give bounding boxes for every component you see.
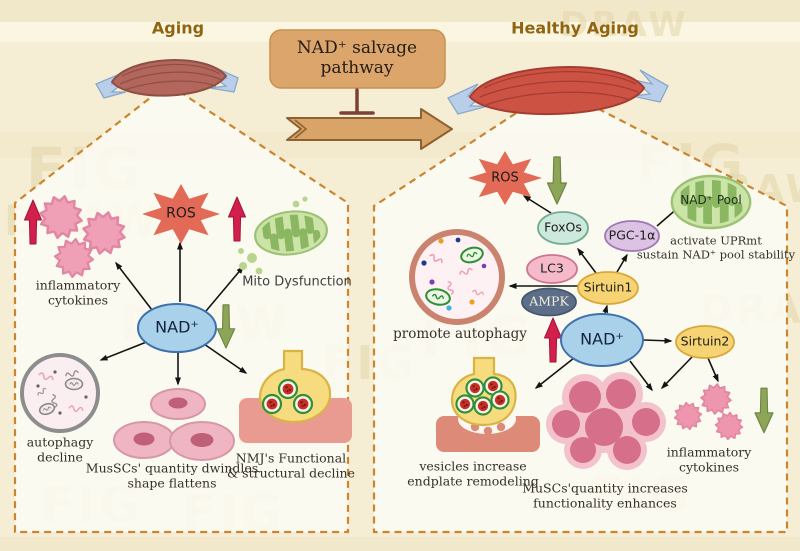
caption-line: sustain NAD⁺ pool stability: [636, 247, 796, 261]
caption-line: shape flattens: [127, 475, 217, 490]
mito-dysfunction-shape: [238, 196, 329, 275]
right-arrows: [508, 195, 719, 392]
healthy-aging-title: Healthy Aging: [511, 18, 639, 38]
sirtuin1-label: Sirtuin1: [583, 279, 633, 295]
lc3-node: [526, 254, 578, 284]
nad-node-left: [137, 303, 217, 353]
healthy-muscle: [447, 66, 669, 116]
autophagosome-shape: [409, 229, 505, 325]
foxos-node: [537, 211, 589, 245]
left-nad-arrows: [99, 241, 248, 386]
caption-line: activate UPRmt: [670, 233, 762, 248]
caption-line: cytokines: [47, 292, 109, 307]
caption-line: vesicles increase: [419, 458, 527, 474]
nad-pool-label: NAD⁺ Pool: [680, 192, 742, 207]
pathway-box-line1: NAD⁺ salvage: [296, 37, 418, 58]
pgc1a-label: PGC-1α: [608, 227, 656, 243]
aging-title: Aging: [151, 18, 205, 38]
caption-line: cytokines: [678, 459, 740, 474]
ampk-node: [521, 287, 577, 317]
autophagy-decline-shape: [20, 353, 100, 433]
nad-node-right: [560, 313, 644, 367]
pgc1a-node: [604, 220, 660, 252]
ros-label-left: ROS: [166, 205, 196, 222]
caption-line: NMJ's Functional: [235, 450, 347, 466]
pathway-box: [269, 29, 446, 89]
ros-label-right: ROS: [491, 170, 519, 186]
cytokines-caption-right: inflammatory cytokines: [666, 444, 752, 475]
caption-line: inflammatory: [35, 277, 121, 293]
muscs-caption-left: MusSCs' quantity dwindles shape flattens: [85, 460, 259, 491]
muscs-caption-right: MuSCs'quantity increases functionality e…: [522, 480, 688, 511]
caption-line: & structural decline: [227, 465, 355, 480]
nmj-aged-shape: [239, 349, 352, 443]
vesicles-caption: vesicles increase endplate remodeling: [407, 458, 539, 489]
aged-muscle: [95, 59, 239, 99]
caption-line: MuSCs'quantity increases: [522, 480, 688, 496]
caption-line: inflammatory: [666, 444, 752, 460]
uprmt-caption: activate UPRmt sustain NAD⁺ pool stabili…: [637, 234, 795, 261]
sirtuin1-node: [577, 271, 639, 305]
nmj-caption: NMJ's Functional & structural decline: [227, 450, 355, 481]
muscs-cells-left: [113, 388, 235, 461]
lc3-label: LC3: [540, 260, 564, 276]
caption-line: autophagy: [26, 434, 94, 450]
pathway-box-line2: pathway: [320, 58, 394, 78]
pathway-box-label: NAD⁺ salvage pathway: [297, 38, 417, 78]
caption-line: endplate remodeling: [407, 473, 539, 488]
cytokines-caption-left: inflammatory cytokines: [35, 277, 121, 308]
ampk-label: AMPK: [529, 293, 569, 309]
nad-label-left: NAD⁺: [155, 317, 199, 337]
caption-line: functionality enhances: [533, 495, 677, 510]
caption-line: MusSCs' quantity dwindles: [85, 460, 259, 476]
foxos-label: FoxOs: [544, 219, 582, 235]
inhibitor-tbar: [339, 88, 375, 115]
nad-label-right: NAD⁺: [580, 329, 624, 349]
muscs-cells-right: [546, 372, 666, 470]
sirtuin2-node: [675, 325, 735, 359]
autophagy-caption: autophagy decline: [26, 434, 94, 465]
caption-line: decline: [37, 449, 83, 464]
mito-dysfunction-caption: Mito Dysfunction: [242, 274, 352, 290]
promote-autophagy-caption: promote autophagy: [393, 326, 527, 343]
sirtuin2-label: Sirtuin2: [680, 333, 730, 349]
nmj-healthy-shape: [436, 356, 540, 452]
big-transition-arrow: [286, 108, 453, 150]
